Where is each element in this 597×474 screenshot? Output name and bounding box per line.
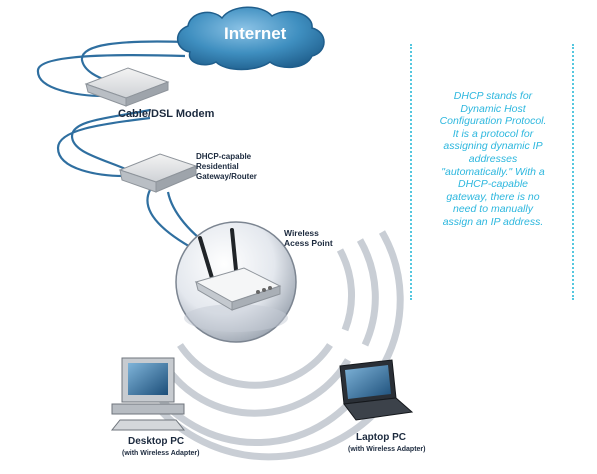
desktop-sublabel: (with Wireless Adapter) — [122, 450, 200, 457]
laptop-sublabel: (with Wireless Adapter) — [348, 446, 426, 453]
ap-label-line1: Wireless — [284, 228, 319, 238]
internet-cloud — [177, 6, 325, 71]
modem-label: Cable/DSL Modem — [118, 108, 215, 120]
note-line: Configuration Protocol. — [439, 115, 547, 128]
note-line: need to manually — [453, 203, 533, 216]
note-line: "automatically." With a — [441, 165, 545, 178]
internet-label: Internet — [224, 24, 287, 43]
desktop-pc — [110, 357, 186, 431]
router-label-line2: Residential — [196, 162, 239, 171]
note-line: assign an IP address. — [442, 215, 544, 228]
dhcp-gateway-router — [118, 153, 198, 193]
dhcp-note: DHCP stands for Dynamic Host Configurati… — [420, 90, 566, 229]
ap-label-line2: Acess Point — [284, 238, 333, 248]
wireless-access-point — [175, 221, 297, 343]
laptop-label: Laptop PC — [356, 432, 406, 443]
router-label-line3: Gateway/Router — [196, 172, 257, 181]
cable-dsl-modem — [84, 67, 170, 107]
note-line: It is a protocol for — [452, 127, 534, 140]
note-line: DHCP-capable — [457, 178, 529, 191]
note-line: DHCP stands for — [453, 90, 533, 102]
note-line: Dynamic Host — [460, 102, 526, 115]
laptop-pc — [339, 359, 414, 421]
note-line: gateway, there is no — [446, 190, 540, 203]
note-line: addresses — [468, 152, 518, 165]
dhcp-note-box — [410, 44, 574, 300]
note-line: assigning dynamic IP — [443, 140, 543, 153]
router-label-line1: DHCP-capable — [196, 152, 252, 161]
desktop-label: Desktop PC — [128, 436, 185, 447]
